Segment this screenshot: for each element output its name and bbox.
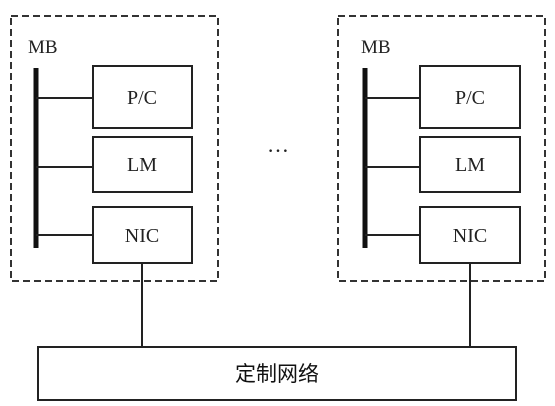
processor-box-right <box>419 65 521 129</box>
node-left: MB P/C LM NIC <box>10 15 219 282</box>
processor-box-left <box>92 65 193 129</box>
nic-label-right: NIC <box>453 225 487 247</box>
processor-label-right: P/C <box>455 87 485 109</box>
motherboard-outline-left <box>10 15 219 282</box>
motherboard-outline-right <box>337 15 546 282</box>
motherboard-label-right: MB <box>361 37 391 58</box>
processor-label-left: P/C <box>127 87 157 109</box>
motherboard-label-left: MB <box>28 37 58 58</box>
node-right: MB P/C LM NIC <box>337 15 546 282</box>
custom-network-label: 定制网络 <box>235 362 319 386</box>
memory-box-left <box>92 136 193 193</box>
nic-label-left: NIC <box>125 225 159 247</box>
memory-box-right <box>419 136 521 193</box>
nic-box-right <box>419 206 521 264</box>
memory-label-right: LM <box>455 154 485 176</box>
memory-label-left: LM <box>127 154 157 176</box>
custom-network-box <box>37 346 517 401</box>
more-nodes-ellipsis: … <box>267 132 289 157</box>
